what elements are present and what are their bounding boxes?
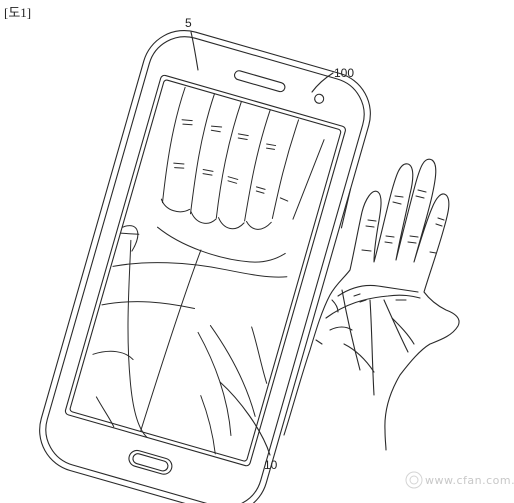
watermark-text: www.cfan.com.cn xyxy=(425,474,514,487)
leader-lines xyxy=(191,32,333,455)
phone-screen xyxy=(64,74,346,466)
hand-outline xyxy=(284,159,459,450)
speaker-slot xyxy=(233,70,285,93)
figure-label: [도1] xyxy=(4,5,32,20)
human-hand xyxy=(284,159,459,450)
phone-screen-inner xyxy=(69,79,341,461)
smartphone-device xyxy=(30,21,383,503)
phone-outer-body xyxy=(30,21,381,503)
front-camera xyxy=(314,93,325,104)
phone-inner-bezel xyxy=(37,28,373,503)
ref-label-device: 100 xyxy=(334,66,355,80)
home-button-inner xyxy=(132,453,169,473)
ref-label-screen: 5 xyxy=(185,16,192,30)
ref-label-palm-image: 10 xyxy=(264,458,278,472)
palm-image-on-screen xyxy=(68,79,339,465)
side-key xyxy=(340,189,353,228)
home-button xyxy=(127,449,174,477)
watermark-logo xyxy=(406,472,422,488)
